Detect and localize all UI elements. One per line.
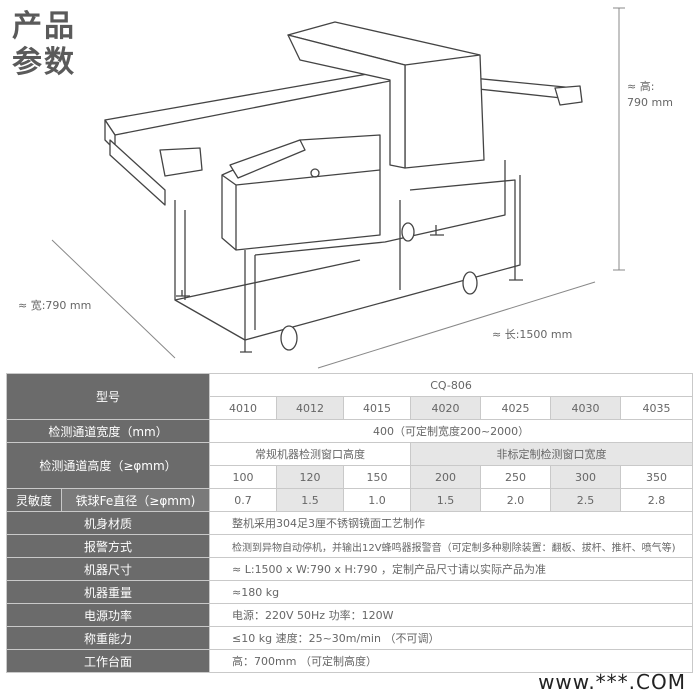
size-label: 机器尺寸 (5, 557, 211, 581)
height-sub-regular: 常规机器检测窗口高度 (209, 442, 412, 466)
model-row: 4010 4012 4015 4020 4025 4030 4035 (7, 396, 694, 420)
weight-label: 机器重量 (5, 580, 211, 604)
material-value: 整机采用304足3厘不锈钢镜面工艺制作 (209, 511, 694, 535)
length-label: ≈ 长:1500 mm (492, 328, 573, 341)
model-cell: 4030 (550, 396, 622, 420)
model-cell: 4035 (620, 396, 694, 420)
sensitivity-label: 灵敏度 (6, 488, 62, 512)
model-name: CQ-806 (209, 373, 694, 397)
machine-illustration (51, 7, 625, 369)
height-label: ≈ 高: (627, 80, 655, 93)
capacity-label: 称重能力 (5, 626, 211, 650)
material-label: 机身材质 (5, 511, 211, 535)
height-cell: 200 (410, 465, 482, 489)
height-cell: 250 (480, 465, 552, 489)
height-cell: 100 (209, 465, 278, 489)
width-dim-line (51, 239, 176, 359)
model-cell: 4010 (209, 396, 278, 420)
height-sub-custom: 非标定制检测窗口宽度 (410, 442, 694, 466)
height-cell: 150 (343, 465, 412, 489)
weight-value: ≈180 kg (209, 580, 694, 604)
model-cell: 4020 (410, 396, 482, 420)
height-cell: 300 (550, 465, 622, 489)
alarm-label: 报警方式 (5, 534, 211, 558)
fe-cell: 0.7 (209, 488, 278, 512)
fe-cell: 2.8 (620, 488, 694, 512)
spec-table: 型号 CQ-806 4010 4012 4015 4020 4025 4030 … (5, 373, 694, 673)
height-cell: 350 (620, 465, 694, 489)
model-cell: 4012 (276, 396, 345, 420)
length-dim-line (317, 281, 596, 369)
width-row-label: 检测通道宽度（mm） (5, 419, 211, 443)
power-value: 电源：220V 50Hz 功率：120W (209, 603, 694, 627)
fe-cell: 1.5 (276, 488, 345, 512)
fe-cell: 1.5 (410, 488, 482, 512)
model-cell: 4015 (343, 396, 412, 420)
height-row-label: 检测通道高度（≥φmm） (5, 442, 211, 489)
height-cell: 120 (276, 465, 345, 489)
worktable-value: 高：700mm （可定制高度） (209, 649, 694, 673)
size-value: ≈ L:1500 x W:790 x H:790 ，定制产品尺寸请以实际产品为准 (209, 557, 694, 581)
model-cell: 4025 (480, 396, 552, 420)
power-label: 电源功率 (5, 603, 211, 627)
height-value: 790 mm (627, 96, 673, 109)
title-line-1: 产品 (12, 9, 76, 44)
title-line-2: 参数 (12, 45, 76, 80)
fe-cell: 2.5 (550, 488, 622, 512)
watermark: www.***.COM (538, 670, 686, 694)
worktable-label: 工作台面 (5, 649, 211, 673)
fe-cell: 1.0 (343, 488, 412, 512)
capacity-value: ≤10 kg 速度：25~30m/min （不可调） (209, 626, 694, 650)
fe-label: 铁球Fe直径（≥φmm) (60, 488, 211, 512)
width-row-value: 400（可定制宽度200~2000） (209, 419, 694, 443)
fe-cell: 2.0 (480, 488, 552, 512)
width-label: ≈ 宽:790 mm (18, 299, 92, 312)
alarm-value: 检测到异物自动停机，并输出12V蜂鸣器报警音（可定制多种剔除装置：翻板、拔杆、推… (209, 534, 694, 558)
model-label: 型号 (5, 373, 211, 420)
